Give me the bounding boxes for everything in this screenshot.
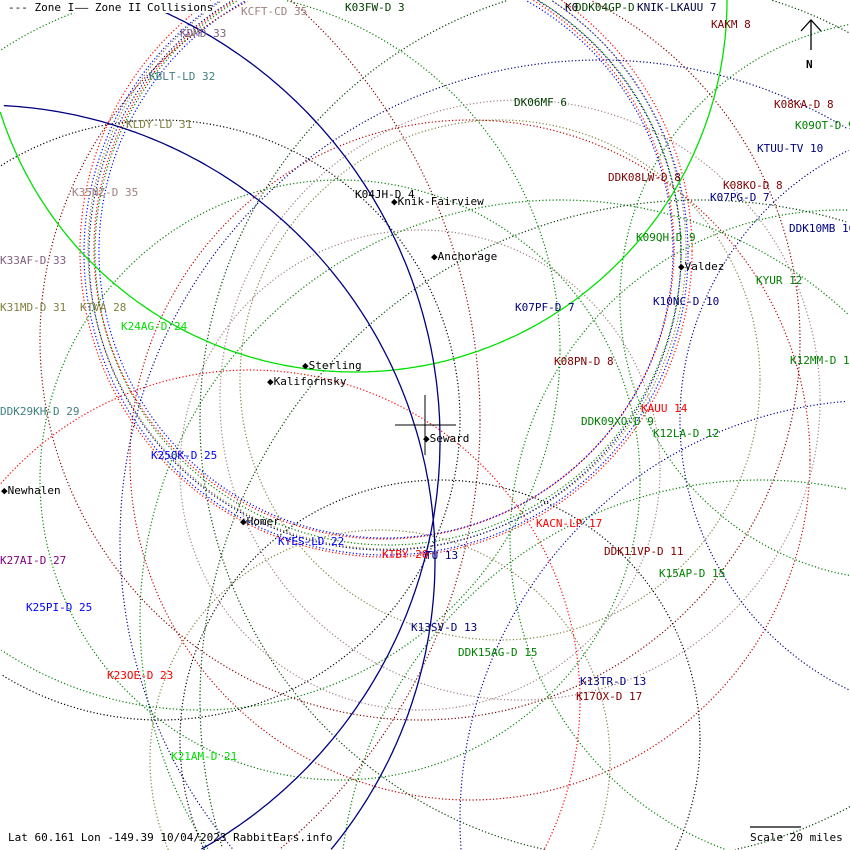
station-label[interactable]: K08PN-D 8 bbox=[554, 355, 614, 368]
city-kalifornsky[interactable]: ◆Kalifornsky bbox=[267, 375, 347, 388]
station-labels: KCFT-CD 35 K03FW-D 3 KDMD 33 KBLT-LD 32 … bbox=[0, 1, 850, 763]
station-label[interactable]: K07PF-D 7 bbox=[515, 301, 575, 314]
station-label[interactable]: DDK08LW-D 8 bbox=[608, 171, 681, 184]
station-label[interactable]: DDK11VP-D 11 bbox=[604, 545, 683, 558]
station-label[interactable]: K03FW-D 3 bbox=[345, 1, 405, 14]
station-label[interactable]: K35NZ-D 35 bbox=[72, 186, 138, 199]
station-label[interactable]: KLDY-LD 31 bbox=[126, 118, 192, 131]
contour bbox=[619, 24, 850, 576]
contour bbox=[39, 179, 641, 781]
station-label[interactable]: K08KO-D 8 bbox=[723, 179, 783, 192]
station-label[interactable]: K25QK-D 25 bbox=[151, 449, 217, 462]
station-label[interactable]: K23OE-D 23 bbox=[107, 669, 173, 682]
city-sterling[interactable]: ◆Sterling bbox=[302, 359, 362, 372]
station-label[interactable]: K13SV-D 13 bbox=[411, 621, 477, 634]
station-label[interactable]: DDK04GP-D bbox=[575, 1, 635, 14]
station-label[interactable]: DDK10MB 10 bbox=[789, 222, 850, 235]
station-label[interactable]: KAUU 14 bbox=[641, 402, 688, 415]
station-label[interactable]: K17OX-D 17 bbox=[576, 690, 642, 703]
station-label[interactable]: DDK29KH-D 29 bbox=[0, 405, 79, 418]
footer-info: Lat 60.161 Lon -149.39 10/04/2023 Rabbit… bbox=[8, 831, 333, 844]
station-label[interactable]: K09OT-D 9 bbox=[795, 119, 850, 132]
zone2-contour bbox=[138, 0, 441, 850]
station-label[interactable]: K27AI-D 27 bbox=[0, 554, 66, 567]
city-newhalen[interactable]: ◆Newhalen bbox=[1, 484, 61, 497]
contour bbox=[509, 209, 849, 850]
station-label[interactable]: K07PG-D 7 bbox=[710, 191, 770, 204]
station-label[interactable]: K10NC-D 10 bbox=[653, 295, 719, 308]
station-label[interactable]: K08KA-D 8 bbox=[774, 98, 834, 111]
station-label[interactable]: KNIK-LKAUU 7 bbox=[637, 1, 716, 14]
station-label[interactable]: K24AG-D 24 bbox=[121, 320, 188, 333]
contour bbox=[679, 149, 849, 691]
contour bbox=[79, 0, 693, 558]
contour-ring bbox=[79, 0, 693, 558]
contour bbox=[129, 119, 811, 801]
station-label[interactable]: K0 bbox=[565, 1, 578, 14]
zone2-contour bbox=[3, 104, 436, 850]
legend-zone2: —— Zone II bbox=[75, 1, 141, 14]
contour bbox=[459, 400, 848, 850]
station-label[interactable]: KAKM 8 bbox=[711, 18, 751, 31]
station-label[interactable]: K04JH-D 4 bbox=[355, 188, 415, 201]
station-label[interactable]: KDMD 33 bbox=[180, 27, 226, 40]
contour bbox=[39, 0, 801, 721]
north-arrow-icon bbox=[800, 19, 822, 50]
station-label[interactable]: K21AM-D 21 bbox=[171, 750, 237, 763]
station-label[interactable]: K15AP-D 15 bbox=[659, 567, 725, 580]
city-knik-fairview[interactable]: ◆Knik-Fairview bbox=[391, 195, 484, 208]
station-label[interactable]: KTVA 28 bbox=[80, 301, 126, 314]
cities: ◆Knik-Fairview ◆Anchorage ◆Sterling ◆Kal… bbox=[1, 195, 724, 528]
contour bbox=[139, 199, 850, 850]
k24ag-contour bbox=[0, 0, 728, 373]
city-valdez[interactable]: ◆Valdez bbox=[678, 260, 724, 273]
station-label[interactable]: K33AF-D 33 bbox=[0, 254, 66, 267]
station-label[interactable]: K12LA-D 12 bbox=[653, 427, 719, 440]
contour bbox=[119, 59, 848, 849]
station-label[interactable]: KYES-LD 22 bbox=[278, 535, 344, 548]
station-label[interactable]: K09QH-D 9 bbox=[636, 231, 696, 244]
legend-bg bbox=[0, 0, 210, 13]
station-label[interactable]: K25PI-D 25 bbox=[26, 601, 92, 614]
city-homer[interactable]: ◆Homer bbox=[240, 515, 280, 528]
legend-collisions: Collisions bbox=[147, 1, 213, 14]
city-seward[interactable]: ◆Seward bbox=[423, 432, 469, 445]
contour bbox=[199, 0, 850, 850]
station-label[interactable]: KCFT-CD 35 bbox=[241, 5, 307, 18]
station-label[interactable]: K13TR-D 13 bbox=[580, 675, 646, 688]
contour bbox=[0, 369, 581, 850]
city-anchorage[interactable]: ◆Anchorage bbox=[431, 250, 497, 263]
station-label[interactable]: DK06MF 6 bbox=[514, 96, 567, 109]
contour bbox=[199, 199, 847, 847]
contour bbox=[83, 0, 689, 556]
station-label[interactable]: KYUR 12 bbox=[756, 274, 802, 287]
contour bbox=[87, 0, 687, 550]
station-label[interactable]: KTBY 20 bbox=[382, 548, 428, 561]
contour bbox=[239, 119, 761, 641]
station-label[interactable]: KBLT-LD 32 bbox=[149, 70, 215, 83]
contour bbox=[179, 479, 701, 850]
station-label[interactable]: KTUU-TV 10 bbox=[757, 142, 823, 155]
legend-zone1: --- Zone I bbox=[8, 1, 74, 14]
north-label: N bbox=[806, 58, 813, 71]
contour bbox=[279, 0, 481, 850]
contour bbox=[0, 119, 461, 721]
station-label[interactable]: DDK15AG-D 15 bbox=[458, 646, 537, 659]
scale-label: Scale 20 miles bbox=[750, 831, 843, 844]
station-label[interactable]: TU 13 bbox=[425, 549, 458, 562]
station-label[interactable]: KACN-LP 17 bbox=[536, 517, 602, 530]
station-label[interactable]: K12MM-D 12 bbox=[790, 354, 850, 367]
station-label[interactable]: K31MD-D 31 bbox=[0, 301, 66, 314]
contour bbox=[342, 479, 848, 849]
station-label[interactable]: DDK09XO-D 9 bbox=[581, 415, 654, 428]
